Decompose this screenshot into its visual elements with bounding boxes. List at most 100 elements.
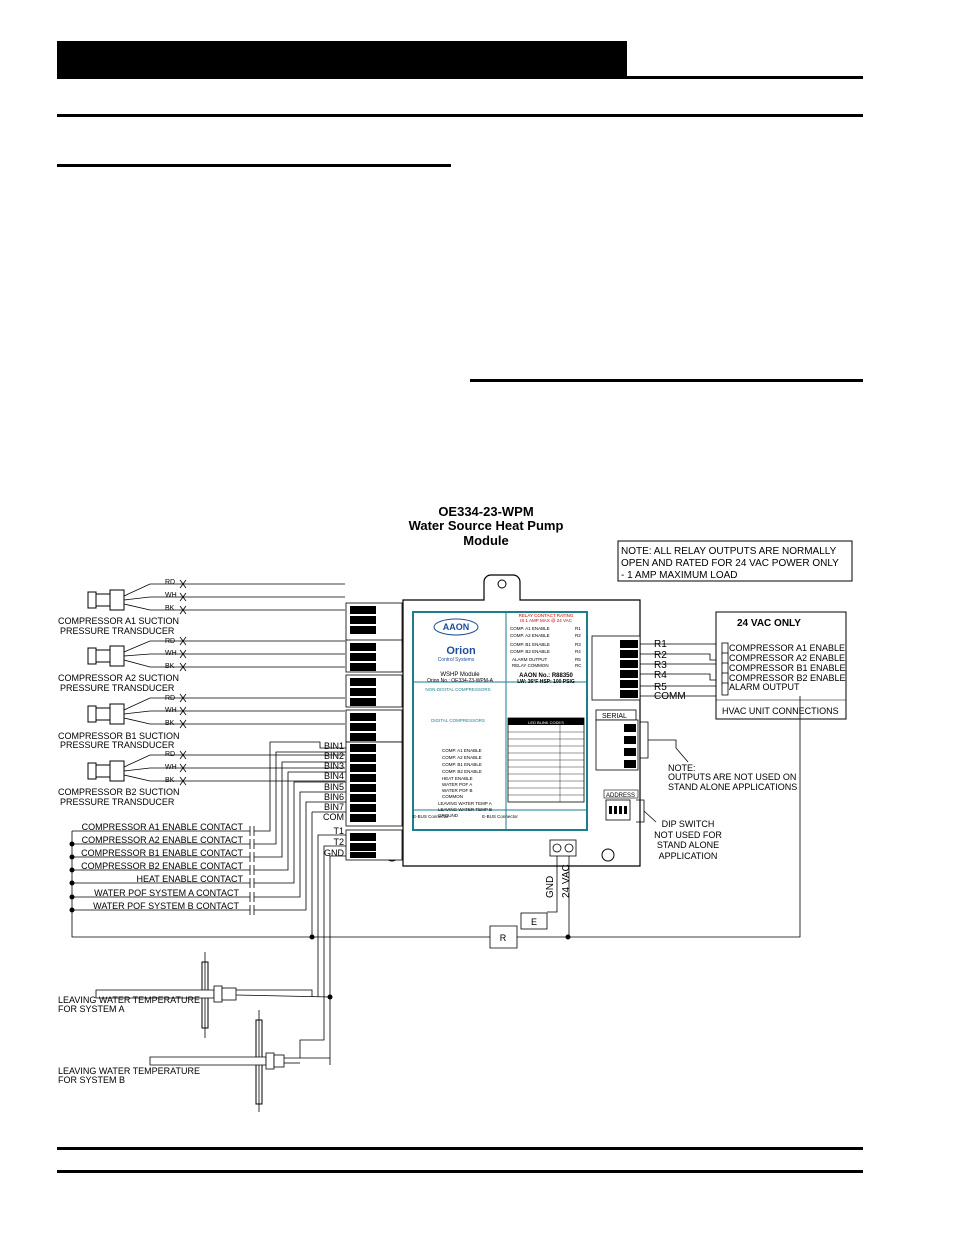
svg-text:COMPRESSOR A2 ENABLE CONTACT: COMPRESSOR A2 ENABLE CONTACT [82,835,244,845]
board-brand2: Orion [446,645,476,657]
svg-text:NOT USED FOR: NOT USED FOR [654,830,722,840]
svg-text:DIP SWITCH: DIP SWITCH [662,819,715,829]
svg-text:RC: RC [575,663,582,668]
svg-text:R1: R1 [575,626,581,631]
svg-text:LW: 36°F HSP: 100 PSIG: LW: 36°F HSP: 100 PSIG [517,679,575,685]
header-bar [57,41,627,77]
board-bin-lines: COMP. A1 ENABLE COMP. A2 ENABLE COMP. B1… [438,748,492,818]
svg-text:COMP. B2 ENABLE: COMP. B2 ENABLE [442,769,482,774]
serial-label: SERIAL [602,713,627,720]
gnd-label: GND [545,876,556,898]
section-rule-right [470,379,863,382]
svg-text:Control Systems: Control Systems [438,657,475,663]
svg-text:PRESSURE TRANSDUCER: PRESSURE TRANSDUCER [60,740,175,750]
svg-text:ALARM OUTPUT: ALARM OUTPUT [729,682,800,692]
box-e: E [531,917,537,927]
svg-text:COMPRESSOR A2 SUCTION: COMPRESSOR A2 SUCTION [58,673,179,683]
svg-text:WH: WH [165,592,177,599]
svg-text:WATER POF SYSTEM B CONTACT: WATER POF SYSTEM B CONTACT [93,901,239,911]
header-rule [57,76,863,79]
svg-text:R2: R2 [654,650,667,661]
box-r: R [500,933,507,943]
svg-text:COMPRESSOR B1 SUCTION: COMPRESSOR B1 SUCTION [58,731,180,741]
svg-text:RD: RD [165,751,175,758]
svg-text:FOR SYSTEM A: FOR SYSTEM A [58,1004,125,1014]
svg-text:COMPRESSOR B1 ENABLE CONTACT: COMPRESSOR B1 ENABLE CONTACT [81,848,243,858]
svg-text:R5: R5 [654,682,667,693]
svg-text:OPEN AND RATED FOR 24 VAC POWE: OPEN AND RATED FOR 24 VAC POWER ONLY [621,558,839,569]
svg-text:LEAVING WATER TEMPERATURE: LEAVING WATER TEMPERATURE [58,1066,200,1076]
relay-labels: R1 R2 R3 R4 R5 COMM [654,639,686,702]
svg-text:NOTE: ALL RELAY OUTPUTS ARE N: NOTE: ALL RELAY OUTPUTS ARE NORMALLY [621,546,837,557]
svg-text:AAON No.: R88350: AAON No.: R88350 [519,673,573,679]
module-part-number: OE334-23-WPM [438,504,533,519]
footer-rule-2 [57,1170,863,1173]
svg-text:GND: GND [324,848,345,858]
contact-nodes [69,841,571,1000]
wire-breaks [179,579,187,786]
svg-text:BK: BK [165,663,175,670]
svg-text:HEAT ENABLE: HEAT ENABLE [442,776,473,781]
svg-text:R3: R3 [575,642,581,647]
svg-text:BIN2: BIN2 [324,751,344,761]
svg-text:ALARM OUTPUT: ALARM OUTPUT [512,657,548,662]
svg-text:Orion No.: OE334-23-WPM-A: Orion No.: OE334-23-WPM-A [427,678,494,684]
svg-text:COMPRESSOR A1 SUCTION: COMPRESSOR A1 SUCTION [58,616,179,626]
svg-text:PRESSURE TRANSDUCER: PRESSURE TRANSDUCER [60,797,175,807]
svg-text:BIN5: BIN5 [324,782,344,792]
svg-text:COMPRESSOR B2 ENABLE: COMPRESSOR B2 ENABLE [729,673,846,683]
svg-text:COMPRESSOR B1 ENABLE: COMPRESSOR B1 ENABLE [729,663,846,673]
svg-text:COMP. A2 ENABLE: COMP. A2 ENABLE [510,633,550,638]
svg-text:RD: RD [165,579,175,586]
svg-text:COMP. B1 ENABLE: COMP. B1 ENABLE [442,762,482,767]
svg-text:BIN6: BIN6 [324,792,344,802]
temp-sensor-b [149,1010,285,1112]
contact-wiring [71,696,801,938]
module-title-line3: Module [463,533,509,548]
svg-text:BK: BK [165,720,175,727]
board-brand: AAON [443,622,470,632]
svg-text:HEAT ENABLE CONTACT: HEAT ENABLE CONTACT [136,874,243,884]
dip-note: DIP SWITCH NOT USED FOR STAND ALONE APPL… [636,799,722,861]
transducer-wiring [123,583,345,782]
vac-label: 24 VAC [561,864,572,898]
power-wiring [489,839,577,949]
svg-text:GROUND: GROUND [438,813,459,818]
svg-text:COMPRESSOR A1 ENABLE CONTACT: COMPRESSOR A1 ENABLE CONTACT [82,822,244,832]
svg-text:COMM: COMM [654,691,686,702]
svg-text:R5: R5 [575,657,581,662]
svg-text:COMMON: COMMON [442,794,463,799]
svg-text:WH: WH [165,650,177,657]
svg-text:WATER POF SYSTEM A CONTACT: WATER POF SYSTEM A CONTACT [94,888,239,898]
temp-sensor-a [95,952,237,1038]
svg-text:R1: R1 [654,639,667,650]
svg-text:T1: T1 [333,826,344,836]
svg-text:RD: RD [165,638,175,645]
temp-sensor-wiring [235,834,346,1065]
svg-text:BK: BK [165,605,175,612]
svg-text:WSHP Module: WSHP Module [440,672,480,678]
svg-text:IS 1 AMP MAX @ 24 VAC: IS 1 AMP MAX @ 24 VAC [520,618,573,623]
svg-text:FOR SYSTEM B: FOR SYSTEM B [58,1075,125,1085]
svg-text:STAND ALONE APPLICATIONS: STAND ALONE APPLICATIONS [668,782,797,792]
svg-text:R2: R2 [575,633,581,638]
svg-text:COMPRESSOR A2 ENABLE: COMPRESSOR A2 ENABLE [729,653,845,663]
svg-text:LED BLINK CODES: LED BLINK CODES [528,720,564,725]
transducer-labels: COMPRESSOR A1 SUCTION PRESSURE TRANSDUCER… [58,616,180,807]
svg-text:R4: R4 [575,649,581,654]
relay-terminal-block [591,635,641,771]
controller-board: AAON Orion Control Systems WSHP Module O… [385,574,641,867]
svg-text:E-BUS Connector: E-BUS Connector [413,814,449,819]
left-terminal-screws [350,606,376,858]
contact-labels: COMPRESSOR A1 ENABLE CONTACT COMPRESSOR … [81,822,243,911]
footer-rule-1 [57,1147,863,1150]
hvac-unit-box: 24 VAC ONLY COMPRESSOR A1 ENABLE COMPRES… [715,611,847,720]
svg-text:R4: R4 [654,670,667,681]
svg-text:PRESSURE TRANSDUCER: PRESSURE TRANSDUCER [60,683,175,693]
svg-text:COMP. A1 ENABLE: COMP. A1 ENABLE [510,626,550,631]
svg-text:RD: RD [165,695,175,702]
module-title-line2: Water Source Heat Pump [409,518,564,533]
svg-text:COMPRESSOR B2 SUCTION: COMPRESSOR B2 SUCTION [58,787,180,797]
outputs-note: NOTE: OUTPUTS ARE NOT USED ON STAND ALON… [640,721,797,792]
